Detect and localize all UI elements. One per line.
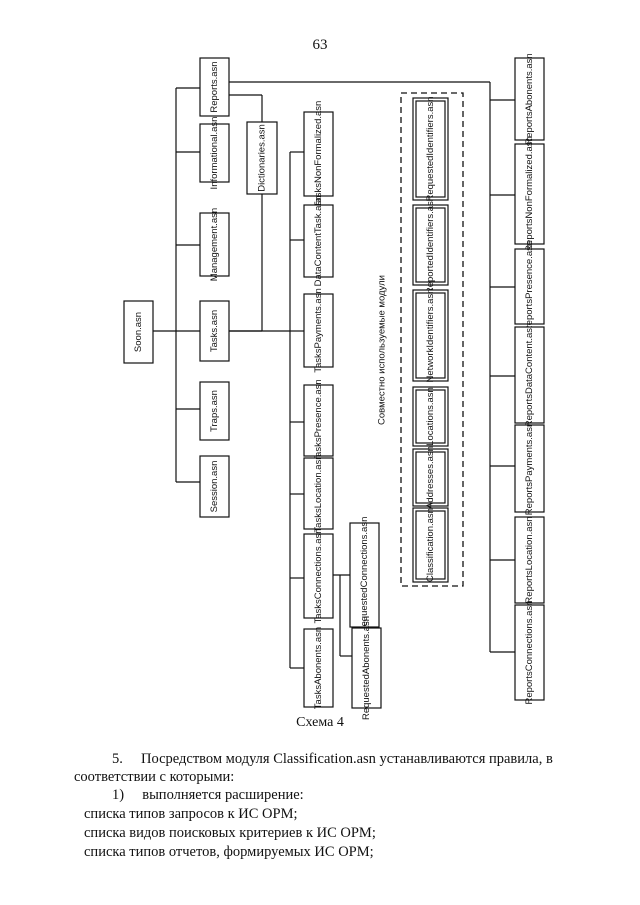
module-label: TasksNonFormalized.asn — [313, 101, 324, 208]
module-label: Dictionaries.asn — [257, 124, 268, 192]
diagram-connectors — [153, 81, 515, 669]
module-box-data-content-task: DataContentTask.asn — [303, 196, 334, 287]
module-label: Tasks.asn — [209, 310, 220, 352]
module-box-tasks-payments: TasksPayments.asn — [303, 288, 334, 373]
module-box-requested-identifiers: RequestedIdentifiers.asn — [412, 96, 449, 202]
module-label: Classification.asn — [425, 508, 436, 582]
module-label: ReportsPayments.asn — [524, 422, 535, 515]
module-label: ReportsPresence.asn — [524, 241, 535, 332]
paragraph-text: Посредством модуля Classification.asn ус… — [74, 751, 553, 785]
list-item-1: 1) выполняется расширение: — [74, 786, 604, 804]
module-box-reports-data-content: ReportsDataContent.asn — [514, 323, 545, 428]
module-label: ReportsDataContent.asn — [524, 323, 535, 428]
module-box-tasks-presence: TasksPresence.asn — [303, 379, 334, 462]
list-line-search-criteria: списка видов поисковых критериев к ИС ОР… — [84, 825, 376, 841]
module-label: TasksConnections.asn — [313, 528, 324, 623]
module-box-network-identifiers: NetworkIdentifiers.asn — [412, 289, 449, 383]
module-box-tasks-connections: TasksConnections.asn — [303, 528, 334, 624]
page-number: 63 — [312, 37, 328, 53]
module-box-tasks-non-formalized: TasksNonFormalized.asn — [303, 101, 334, 208]
shared-modules-frame — [400, 92, 464, 587]
list-line-request-types: списка типов запросов к ИС ОРМ; — [84, 806, 298, 822]
module-label: ReportsConnections.asn — [524, 600, 535, 704]
module-box-tasks-abonents: TasksAbonents.asn — [303, 627, 334, 709]
module-box-session: Session.asn — [199, 455, 230, 518]
module-label: Session.asn — [209, 461, 220, 513]
module-label: Locations.asn — [425, 387, 436, 446]
module-label: Addresses.asn — [425, 446, 436, 509]
module-box-addresses: Addresses.asn — [412, 446, 449, 509]
module-label: TasksLocation.asn — [313, 454, 324, 532]
shared-modules-label: Совместно используемые модули — [377, 275, 388, 425]
list-item-number: 1) — [112, 787, 125, 803]
module-box-dictionaries: Dictionaries.asn — [246, 121, 278, 195]
module-label: TasksPresence.asn — [313, 379, 324, 461]
module-box-tasks: Tasks.asn — [199, 300, 230, 362]
module-box-reports-non-formalized: ReportsNonFormalized.asn — [514, 136, 545, 252]
module-box-informational: Informational.asn — [199, 117, 230, 190]
module-box-requested-connections: RequestedConnections.asn — [349, 517, 380, 634]
paragraph-number: 5. — [112, 751, 123, 767]
module-label: Soon.asn — [133, 312, 144, 352]
module-box-reports-abonents: ReportsAbonents.asn — [514, 53, 545, 145]
module-label: Management.asn — [209, 208, 220, 281]
module-label: RequestedAbonents.asn — [361, 616, 372, 720]
module-label: Reports.asn — [209, 61, 220, 112]
module-box-tasks-location: TasksLocation.asn — [303, 454, 334, 533]
module-box-reports-connections: ReportsConnections.asn — [514, 600, 545, 705]
module-label: Traps.asn — [209, 390, 220, 432]
module-box-soon: Soon.asn — [123, 300, 154, 364]
module-box-reported-identifiers: ReportedIdentifiers.asn — [412, 196, 449, 294]
module-box-reports-presence: ReportsPresence.asn — [514, 241, 545, 332]
module-label: Informational.asn — [209, 117, 220, 190]
module-box-locations: Locations.asn — [412, 386, 449, 447]
module-box-traps: Traps.asn — [199, 381, 230, 441]
module-label: TasksPayments.asn — [313, 288, 324, 372]
module-label: ReportedIdentifiers.asn — [425, 196, 436, 294]
module-label: TasksAbonents.asn — [313, 627, 324, 709]
module-box-requested-abonents: RequestedAbonents.asn — [351, 616, 382, 720]
module-label: ReportsNonFormalized.asn — [524, 136, 535, 252]
module-label: NetworkIdentifiers.asn — [425, 289, 436, 383]
module-box-management: Management.asn — [199, 208, 230, 281]
module-label: ReportsAbonents.asn — [524, 53, 535, 144]
module-box-classification: Classification.asn — [412, 507, 449, 583]
module-label: ReportsLocation.asn — [524, 516, 535, 603]
module-label: RequestedConnections.asn — [359, 517, 370, 634]
module-label: DataContentTask.asn — [313, 196, 324, 287]
list-line-report-types: списка типов отчетов, формируемых ИС ОРМ… — [84, 844, 374, 860]
module-box-reports-location: ReportsLocation.asn — [514, 516, 545, 604]
figure-caption: Схема 4 — [296, 715, 344, 730]
paragraph-5: 5. Посредством модуля Classification.asn… — [74, 750, 604, 786]
module-box-reports: Reports.asn — [199, 57, 230, 117]
list-item-text: выполняется расширение: — [142, 787, 304, 803]
module-box-reports-payments: ReportsPayments.asn — [514, 422, 545, 515]
module-label: RequestedIdentifiers.asn — [425, 96, 436, 201]
